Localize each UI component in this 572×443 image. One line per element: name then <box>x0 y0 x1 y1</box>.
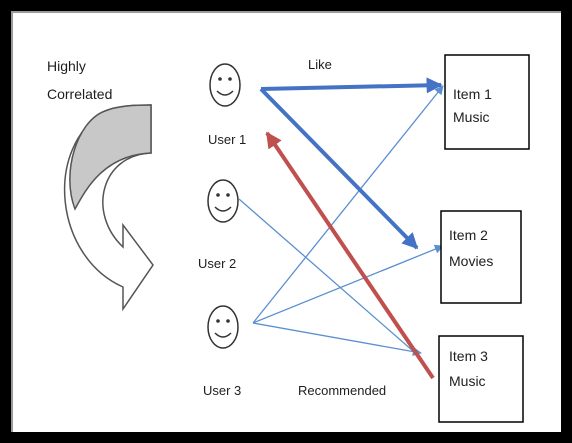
recommended-label: Recommended <box>298 383 386 398</box>
item1-title: Item 1 <box>453 86 492 102</box>
user1-smiley-icon <box>209 63 241 107</box>
user2-smiley-icon <box>207 179 239 223</box>
like-label: Like <box>308 57 332 72</box>
edge-user3-item1 <box>252 85 444 324</box>
user3-label: User 3 <box>203 383 241 398</box>
diagram-canvas: Highly Correlated <box>11 11 561 432</box>
like-relations <box>259 77 443 250</box>
item2-title: Item 2 <box>449 227 488 243</box>
item3-title: Item 3 <box>449 348 488 364</box>
curved-correlation-arrow <box>63 104 154 312</box>
image-frame: Highly Correlated <box>6 6 566 437</box>
correlated-label-line2: Correlated <box>47 86 112 102</box>
like-edge-user1-item1 <box>260 77 443 94</box>
edge-user2-item3 <box>238 198 422 359</box>
recommendation-diagram: Highly Correlated <box>47 54 530 423</box>
item2-category: Movies <box>449 253 493 269</box>
like-edge-user1-item2 <box>259 87 419 250</box>
item1-box <box>444 54 530 150</box>
item3-category: Music <box>449 373 486 389</box>
item3-box <box>438 335 524 423</box>
thin-relations <box>238 85 444 359</box>
recommended-edge-item3-user1 <box>265 131 435 380</box>
correlated-label-line1: Highly <box>47 58 86 74</box>
edge-user3-item2 <box>252 244 444 324</box>
item2-box <box>440 210 522 304</box>
item1-category: Music <box>453 109 490 125</box>
user3-smiley-icon <box>207 305 239 349</box>
user1-label: User 1 <box>208 132 246 147</box>
edge-user3-item3 <box>252 322 422 357</box>
user2-label: User 2 <box>198 256 236 271</box>
